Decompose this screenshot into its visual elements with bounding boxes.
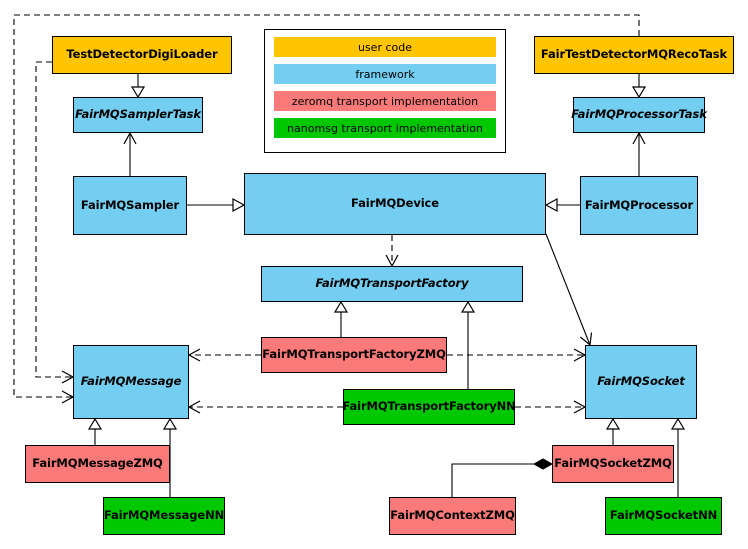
edge-contextzmq-to-socketzmq xyxy=(451,464,552,497)
legend-row-nanomsg: nanomsg transport implementation xyxy=(274,118,496,138)
class-node-FairMQTransportFactoryNN[interactable]: FairMQTransportFactoryNN xyxy=(342,389,516,425)
class-node-FairMQMessageNN[interactable]: FairMQMessageNN xyxy=(103,497,225,535)
legend-row-zeromq: zeromq transport implementation xyxy=(274,91,496,111)
class-node-FairMQMessageZMQ[interactable]: FairMQMessageZMQ xyxy=(25,445,170,483)
class-node-FairMQProcessor[interactable]: FairMQProcessor xyxy=(580,176,698,235)
class-node-FairMQSocketNN[interactable]: FairMQSocketNN xyxy=(605,497,722,535)
edge-digiloader-to-message xyxy=(35,61,75,384)
class-node-FairMQTransportFactory[interactable]: FairMQTransportFactory xyxy=(261,266,523,302)
class-node-FairTestDetectorMQRecoTask[interactable]: FairTestDetectorMQRecoTask xyxy=(534,36,734,74)
class-node-FairMQSampler[interactable]: FairMQSampler xyxy=(73,176,187,235)
legend-row-framework: framework xyxy=(274,64,496,84)
class-node-FairMQSocketZMQ[interactable]: FairMQSocketZMQ xyxy=(552,445,674,483)
legend-row-user-code: user code xyxy=(274,37,496,57)
class-node-TestDetectorDigiLoader[interactable]: TestDetectorDigiLoader xyxy=(52,36,232,74)
class-node-FairMQMessage[interactable]: FairMQMessage xyxy=(73,345,189,419)
class-node-FairMQSamplerTask[interactable]: FairMQSamplerTask xyxy=(73,97,203,133)
class-node-FairMQSocket[interactable]: FairMQSocket xyxy=(585,345,697,419)
class-node-FairMQDevice[interactable]: FairMQDevice xyxy=(244,173,546,235)
class-node-FairMQTransportFactoryZMQ[interactable]: FairMQTransportFactoryZMQ xyxy=(261,337,447,373)
class-node-FairMQContextZMQ[interactable]: FairMQContextZMQ xyxy=(389,497,516,535)
edge-device-to-socket xyxy=(545,233,593,347)
class-node-FairMQProcessorTask[interactable]: FairMQProcessorTask xyxy=(571,97,707,133)
